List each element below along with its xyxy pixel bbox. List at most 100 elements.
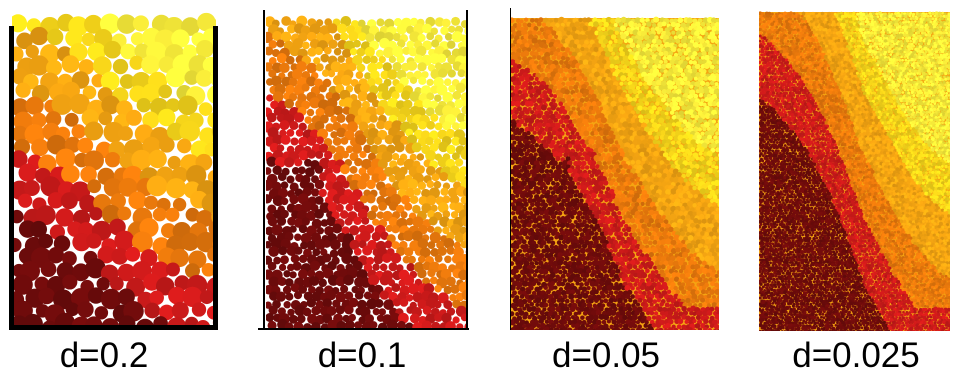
grain [564,197,571,203]
grain [614,226,621,233]
grain [514,243,520,249]
grain [532,273,538,278]
grain [712,235,717,240]
grain [633,290,639,295]
grain [634,76,640,82]
grain [639,218,645,224]
grain [593,90,599,95]
grain [620,193,626,199]
grain [580,46,585,52]
grain [571,242,578,249]
grain [697,52,703,58]
grain [714,39,719,44]
grain [534,143,539,148]
grain [38,233,54,249]
grain [520,180,527,187]
grain [116,14,137,34]
grain [574,39,580,45]
grain [284,322,294,328]
grain [644,184,651,192]
grain [339,194,349,205]
grain [709,114,714,119]
grain [546,315,552,321]
grain [554,205,562,212]
grain [417,62,427,72]
grain [543,192,551,199]
grain [283,301,291,309]
grain [909,11,913,15]
grain [717,202,719,208]
grain [664,176,670,182]
grain [677,67,684,74]
grain [622,163,629,169]
grain [673,285,678,291]
grain [536,97,544,104]
grain [109,276,124,291]
grain [659,302,664,307]
grain [912,22,916,26]
grain [352,54,363,66]
grain [646,79,653,86]
grain [560,315,567,321]
grain [460,20,466,29]
grain [513,306,518,312]
grain [685,172,691,178]
grain [659,227,665,232]
grain [515,277,521,282]
grain [716,143,719,149]
grain [545,180,551,186]
grain [780,17,784,21]
grain [614,140,619,145]
grain [363,144,372,154]
grain [927,17,932,22]
grain [554,314,561,321]
grain [348,62,357,72]
grain [613,105,618,111]
grain [306,108,315,117]
grain [574,97,580,103]
grain [545,56,551,61]
grain [580,315,585,320]
grain [588,180,594,186]
grain [534,126,540,132]
grain [651,231,657,236]
grain [511,113,518,120]
grain [536,281,541,286]
grain [706,160,713,167]
grain [643,323,648,328]
grain [314,120,325,131]
grain [618,64,624,69]
grain [587,127,592,132]
grain [861,22,865,26]
grain [537,130,543,136]
grain [582,310,588,316]
grain [711,302,718,308]
grain [421,320,432,328]
grain [687,327,693,330]
grain [705,155,711,161]
grain [540,155,547,162]
grain [411,230,423,242]
grain [640,328,646,330]
grain [332,299,341,308]
grain [791,20,795,23]
grain [588,255,595,262]
grain [698,93,704,98]
grain [613,23,618,28]
grain [520,84,525,90]
grain [664,302,670,308]
grain [610,309,617,316]
grain [696,147,701,152]
grain [692,42,699,48]
grain [532,106,537,111]
grain [576,184,582,190]
grain [589,240,594,246]
grain [374,77,383,85]
grain [682,152,688,158]
grain [615,43,621,48]
grain [843,28,847,32]
grain [603,63,611,70]
grain [624,51,631,57]
grain [548,284,555,291]
grain [549,272,556,279]
